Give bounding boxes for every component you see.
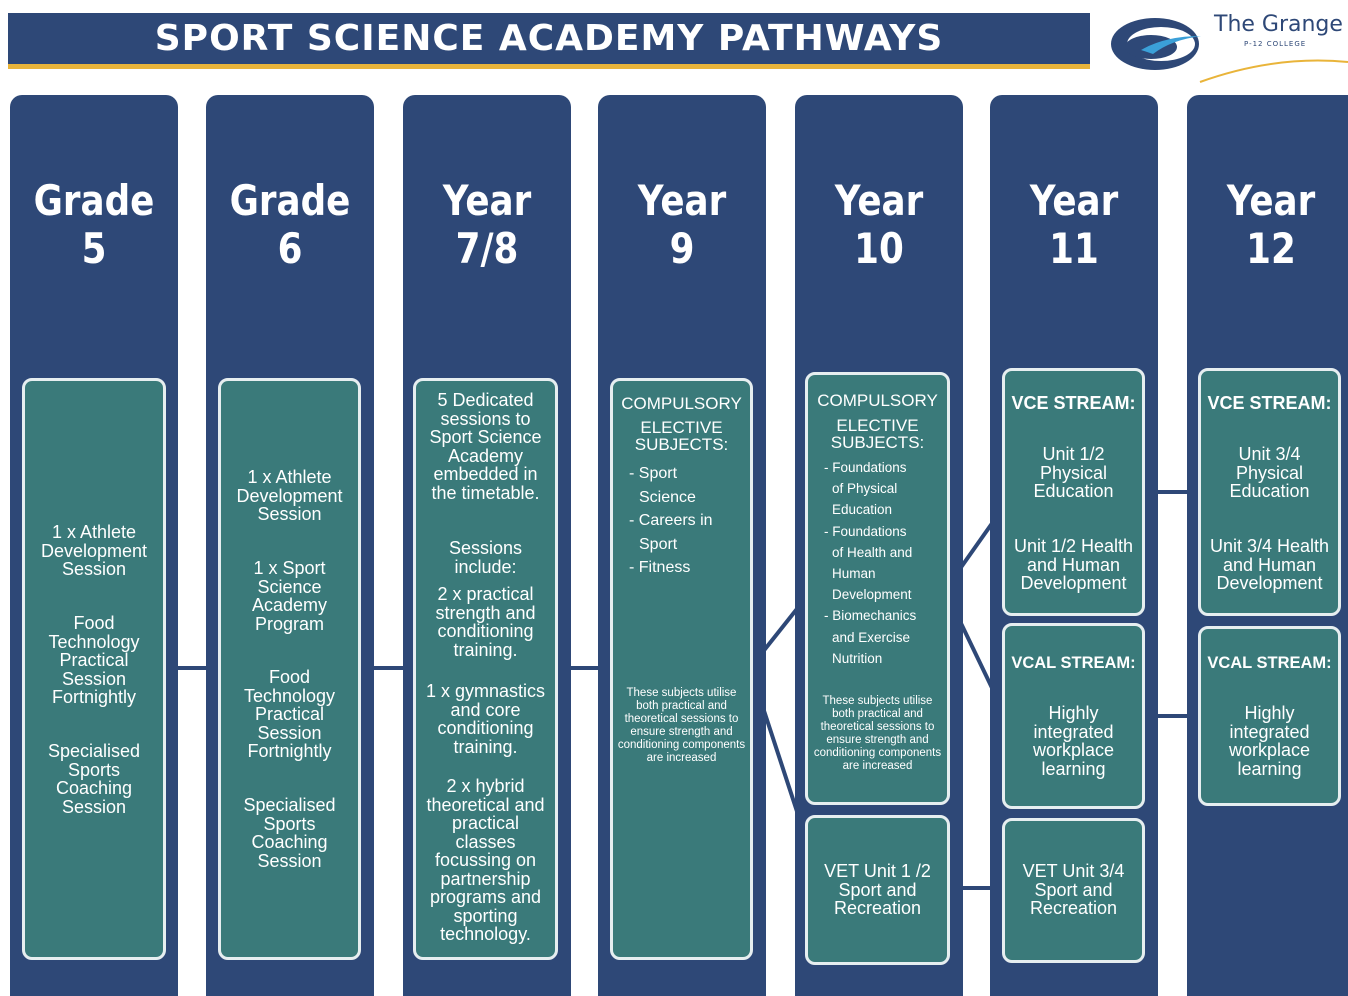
box-subheading: ELECTIVE SUBJECTS: [830, 416, 925, 452]
list-item: and Exercise [832, 629, 911, 645]
box-text: Highly integrated workplace learning [1032, 703, 1115, 779]
list-item: - Fitness [629, 559, 691, 576]
box-text: Food Technology Practical Session Fortni… [48, 613, 140, 707]
list-item: - Sport [629, 465, 678, 482]
box-text: 1 x Sport Science Academy Program [251, 558, 328, 634]
title-underline [8, 64, 1090, 69]
box-text: 5 Dedicated sessions to Sport Science Ac… [429, 390, 542, 503]
box-text: 1 x Athlete Development Session [40, 522, 148, 579]
box-text: 2 x practical strength and conditioning … [435, 584, 536, 660]
box-text: Unit 3/4 Physical Education [1229, 444, 1310, 501]
box-text: Highly integrated workplace learning [1228, 703, 1311, 779]
list-item: Nutrition [832, 650, 883, 666]
list-item: Development [832, 587, 912, 603]
box-heading: COMPULSORY [817, 391, 938, 410]
title-banner: SPORT SCIENCE ACADEMY PATHWAYS [8, 13, 1090, 65]
box-text: VET Unit 3/4 Sport and Recreation [1022, 861, 1125, 918]
year-9-box: COMPULSORY ELECTIVE SUBJECTS: - Sport Sc… [610, 378, 753, 960]
list-item: - Biomechanics [824, 608, 917, 624]
elective-list: - Sport Science - Careers in Sport - Fit… [629, 462, 713, 580]
box-text: Unit 3/4 Health and Human Development [1209, 536, 1330, 593]
college-logo-icon [1111, 18, 1348, 83]
list-item: - Foundations [824, 523, 907, 539]
box-text: Sessions include: [448, 538, 523, 577]
year-7-8-box: 5 Dedicated sessions to Sport Science Ac… [413, 378, 558, 960]
box-note: These subjects utilise both practical an… [813, 695, 942, 772]
year-10-vet-box: VET Unit 1 /2 Sport and Recreation [805, 815, 950, 965]
year-11-vet-box: VET Unit 3/4 Sport and Recreation [1002, 818, 1145, 963]
list-item: Human [832, 566, 876, 582]
page-title: SPORT SCIENCE ACADEMY PATHWAYS [154, 18, 944, 59]
box-text: Specialised Sports Coaching Session [47, 741, 141, 817]
box-heading: VCE STREAM: [1207, 393, 1332, 413]
year-12-vcal-box: VCAL STREAM: Highly integrated workplace… [1198, 626, 1341, 806]
box-text: 1 x Athlete Development Session [236, 467, 343, 524]
list-item: - Careers in [629, 512, 713, 529]
grade-6-box: 1 x Athlete Development Session 1 x Spor… [218, 378, 361, 960]
box-heading: VCAL STREAM: [1207, 654, 1332, 672]
box-text: Specialised Sports Coaching Session [243, 795, 336, 871]
box-text: Food Technology Practical Session Fortni… [243, 667, 336, 761]
box-text: Unit 1/2 Health and Human Development [1013, 536, 1134, 593]
year-11-vce-box: VCE STREAM: Unit 1/2 Physical Education … [1002, 368, 1145, 616]
logo-subtitle: P-12 COLLEGE [1244, 40, 1307, 48]
box-heading: VCE STREAM: [1011, 393, 1136, 413]
year-10-box: COMPULSORY ELECTIVE SUBJECTS: - Foundati… [805, 372, 950, 805]
elective-list: - Foundations of Physical Education - Fo… [824, 457, 916, 669]
box-text: 1 x gymnastics and core conditioning tra… [425, 681, 546, 757]
list-item: Sport [639, 535, 678, 553]
year-11-vcal-box: VCAL STREAM: Highly integrated workplace… [1002, 623, 1145, 809]
year-12-vce-box: VCE STREAM: Unit 3/4 Physical Education … [1198, 368, 1341, 616]
list-item: - Foundations [824, 460, 907, 475]
logo-name: The Grange [1214, 12, 1343, 37]
box-subheading: ELECTIVE SUBJECTS: [634, 418, 729, 454]
list-item: of Physical [832, 481, 898, 497]
box-text: Unit 1/2 Physical Education [1033, 444, 1114, 501]
box-text: 2 x hybrid theoretical and practical cla… [426, 776, 545, 944]
box-heading: VCAL STREAM: [1011, 654, 1136, 672]
grade-5-box: 1 x Athlete Development Session Food Tec… [22, 378, 166, 960]
list-item: Science [639, 488, 696, 506]
list-item: Education [832, 502, 893, 518]
box-note: These subjects utilise both practical an… [617, 687, 746, 764]
box-heading: COMPULSORY [621, 394, 742, 413]
list-item: of Health and [832, 544, 913, 560]
box-text: VET Unit 1 /2 Sport and Recreation [824, 861, 931, 918]
